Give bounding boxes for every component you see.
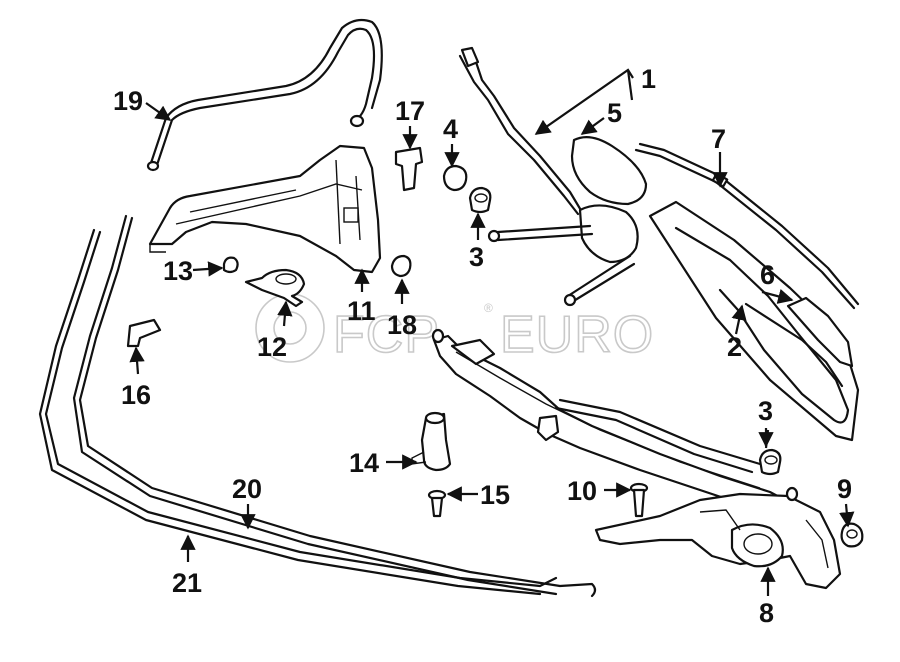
bolt-10 (629, 482, 649, 518)
callout-2: 2 (727, 332, 742, 362)
wiper-arm-1 (458, 46, 639, 307)
callout-11: 11 (347, 296, 376, 326)
arm-cap-5 (570, 135, 648, 206)
level-sensor-12 (244, 268, 306, 308)
connector-16 (126, 318, 162, 348)
callout-15: 15 (480, 480, 510, 510)
callout-18: 18 (387, 310, 417, 340)
bracket-17 (394, 146, 424, 192)
callout-21: 21 (172, 568, 202, 598)
callout-6: 6 (760, 260, 775, 290)
callout-9: 9 (837, 474, 852, 504)
overflow-hose (146, 18, 383, 172)
grommet-3-lower (758, 448, 782, 476)
watermark-brand: FCP (333, 306, 440, 364)
callout-13: 13 (163, 256, 193, 286)
grommet-9 (840, 522, 864, 548)
callout-16: 16 (121, 380, 151, 410)
watermark: FCP ® EURO (255, 293, 654, 365)
wiper-arm-2 (648, 200, 860, 442)
callout-7: 7 (711, 124, 726, 154)
grommet-15 (427, 489, 447, 518)
callout-20: 20 (232, 474, 262, 504)
callout-8: 8 (759, 598, 774, 628)
callout-14: 14 (349, 448, 379, 478)
washer-reservoir (148, 144, 382, 274)
clip-13 (222, 256, 239, 274)
cap-4 (442, 164, 468, 192)
callout-3-lower: 3 (758, 396, 773, 426)
callouts: 1 2 3 3 4 5 6 7 8 9 10 11 12 13 14 15 16… (113, 64, 852, 628)
grommet-3-upper (468, 186, 492, 214)
callout-10: 10 (567, 476, 597, 506)
watermark-suffix: EURO (500, 306, 654, 364)
leader-lines (129, 68, 855, 596)
wiper-linkage (431, 328, 802, 526)
wiper-motor-8 (594, 486, 842, 590)
wiper-blade-7 (634, 142, 860, 310)
callout-1: 1 (641, 64, 656, 94)
callout-19: 19 (113, 86, 143, 116)
watermark-registered: ® (484, 301, 493, 315)
callout-5: 5 (607, 98, 622, 128)
callout-12: 12 (257, 332, 287, 362)
callout-3-upper: 3 (469, 242, 484, 272)
washer-pump-14 (411, 411, 452, 472)
grommet-18 (390, 254, 412, 278)
callout-17: 17 (395, 96, 425, 126)
blade-insert-6 (786, 296, 854, 368)
callout-4: 4 (443, 114, 458, 144)
washer-hoses (38, 214, 597, 598)
